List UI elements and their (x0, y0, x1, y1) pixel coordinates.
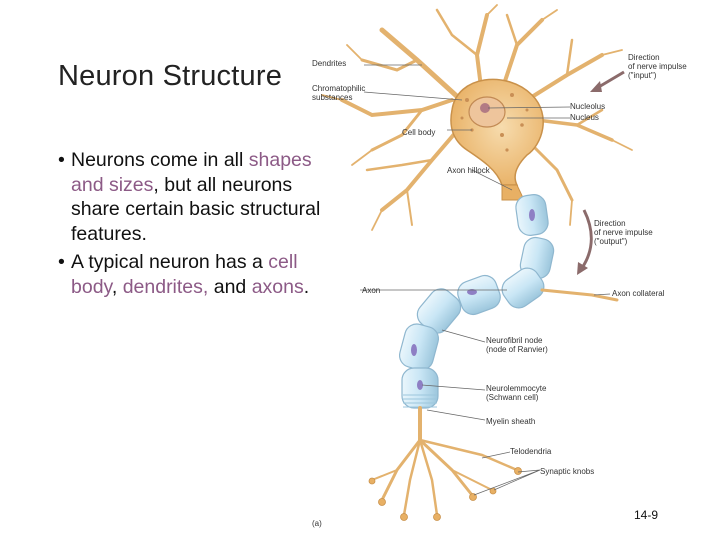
label-axon-collateral: Axon collateral (612, 289, 665, 298)
label-direction-output-2: of nerve impulse (594, 228, 653, 237)
bullet-text: , but all neurons share certain basic st… (71, 173, 321, 245)
highlight-term: shapes and sizes (71, 149, 312, 196)
bullet-text: and (208, 275, 252, 298)
label-axon-hillock: Axon hillock (447, 166, 491, 175)
label-chromatophilic: Chromatophilic (312, 84, 365, 93)
label-neurofibril-node: Neurofibril node (486, 336, 543, 345)
label-axon: Axon (362, 286, 380, 295)
highlight-term: cell body (71, 251, 298, 298)
bullet-text: . (303, 275, 310, 298)
schwann-cell-nuclei (411, 209, 535, 390)
bullet-item: • Neurons come in all shapes and sizes, … (58, 148, 328, 246)
input-direction-arrow (596, 70, 625, 90)
label-nucleus: Nucleus (570, 113, 599, 122)
axon-collateral (540, 288, 619, 302)
myelin-sheath (398, 194, 555, 409)
neuron-diagram: Dendrites Chromatophilic substances Cell… (302, 0, 720, 540)
label-synaptic-knobs: Synaptic knobs (540, 467, 594, 476)
label-direction-output-1: Direction (594, 219, 626, 228)
telodendria (371, 406, 519, 517)
dendrites (321, 4, 633, 231)
output-direction-arrow (580, 209, 593, 269)
figure-panel-label: (a) (312, 519, 322, 528)
bullet-marker: • (58, 251, 65, 273)
bullet-text: A typical neuron has a (71, 251, 269, 273)
synaptic-knobs (368, 467, 522, 521)
myelin-rings (403, 394, 437, 408)
input-arrowhead-icon (590, 81, 602, 92)
label-neurolemmocyte: Neurolemmocyte (486, 384, 547, 393)
label-cell-body: Cell body (402, 128, 435, 137)
label-telodendria: Telodendria (510, 447, 552, 456)
bullet-text: Neurons come in all (71, 149, 249, 171)
label-direction-input-3: ("input") (628, 71, 657, 80)
slide-title: Neuron Structure (58, 60, 283, 92)
nucleolus (480, 103, 490, 113)
output-arrowhead-icon (577, 262, 588, 275)
bullet-marker: • (58, 149, 65, 171)
bullet-text: , (111, 275, 123, 298)
label-direction-input-2: of nerve impulse (628, 62, 687, 71)
label-dendrites: Dendrites (312, 59, 346, 68)
bullet-item: • A typical neuron has a cell body, dend… (58, 250, 328, 299)
bullet-list: • Neurons come in all shapes and sizes, … (58, 148, 328, 303)
page-number: 14-9 (634, 508, 659, 522)
label-nucleolus: Nucleolus (570, 102, 605, 111)
label-node-of-ranvier: (node of Ranvier) (486, 345, 548, 354)
leader-lines (360, 64, 611, 496)
highlight-term: dendrites, (122, 275, 209, 298)
label-direction-output-3: ("output") (594, 237, 628, 246)
label-schwann-cell: (Schwann cell) (486, 393, 539, 402)
label-substances: substances (312, 93, 352, 102)
neuron-illustration: Dendrites Chromatophilic substances Cell… (312, 4, 687, 528)
label-direction-input-1: Direction (628, 53, 660, 62)
label-myelin-sheath: Myelin sheath (486, 417, 535, 426)
highlight-term: axons (251, 275, 304, 298)
